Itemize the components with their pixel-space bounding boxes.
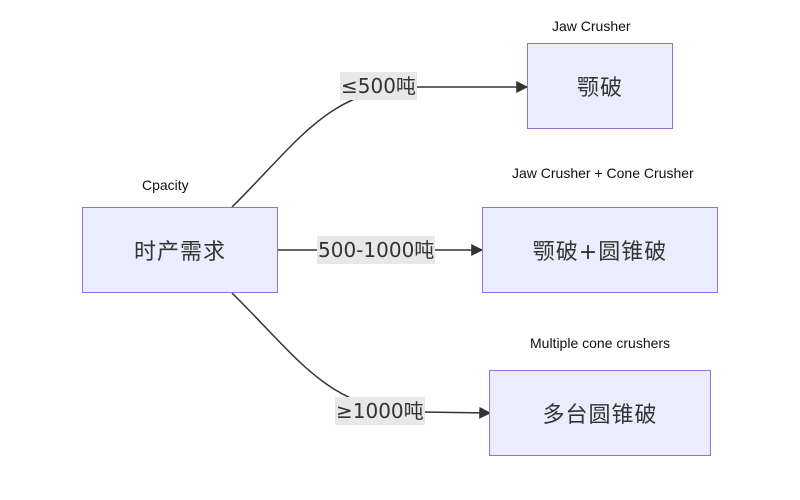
source-node-label: 时产需求 bbox=[133, 240, 226, 265]
source-node-caption: Cpacity bbox=[142, 177, 189, 193]
node-multiple-cone-crushers: 多台圆锥破 bbox=[489, 370, 711, 456]
jaw-crusher-caption: Jaw Crusher bbox=[552, 18, 631, 34]
jaw-cone-crusher-label: 颚破+圆锥破 bbox=[532, 240, 668, 265]
jaw-crusher-label: 颚破 bbox=[576, 76, 623, 101]
node-jaw-cone-crusher: 颚破+圆锥破 bbox=[482, 207, 718, 293]
multiple-cone-crushers-label: 多台圆锥破 bbox=[542, 403, 658, 428]
edge-label-500-1000: 500-1000吨 bbox=[317, 236, 436, 264]
edge-to-jaw-crusher bbox=[231, 81, 529, 208]
edge-to-multiple-cone-crushers bbox=[231, 292, 492, 419]
multiple-cone-crushers-caption: Multiple cone crushers bbox=[530, 335, 671, 351]
jaw-cone-crusher-caption: Jaw Crusher + Cone Crusher bbox=[512, 165, 694, 181]
source-node-capacity-demand: 时产需求 bbox=[82, 207, 278, 293]
edge-label-le-500: ≤500吨 bbox=[340, 72, 417, 100]
edge-label-ge-1000: ≥1000吨 bbox=[335, 397, 425, 425]
node-jaw-crusher: 颚破 bbox=[527, 43, 673, 129]
